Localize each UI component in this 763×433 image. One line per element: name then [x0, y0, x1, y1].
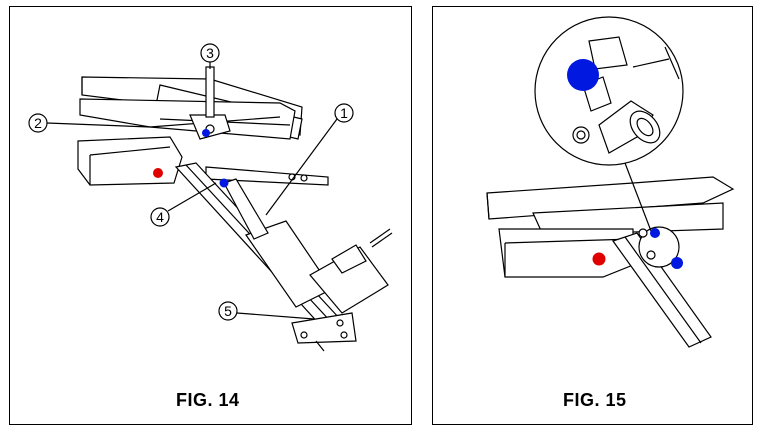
callout-2: 2: [28, 113, 151, 133]
figure-14-caption: FIG. 14: [176, 390, 240, 410]
pivot-detail-circle: [638, 226, 680, 268]
callout-3-label: 3: [206, 45, 214, 61]
actuator-piston: [223, 178, 269, 240]
actuator-motor: [245, 220, 393, 314]
blue-marker-inset: [567, 59, 599, 91]
zoom-inset: [534, 16, 684, 166]
inset-leader-line: [624, 162, 652, 232]
callout-5: 5: [218, 301, 315, 321]
figure-15-panel: FIG. 15: [432, 6, 753, 425]
blue-marker-upper: [202, 129, 210, 137]
blue-marker-arm: [671, 257, 683, 269]
seat-frame: [532, 202, 724, 236]
blue-marker-pivot: [650, 228, 660, 238]
base-bracket-5: [291, 312, 357, 352]
callout-1-label: 1: [340, 105, 348, 121]
seat-base-box: [77, 136, 183, 186]
red-marker: [153, 168, 163, 178]
callout-4: 4: [150, 182, 217, 227]
red-marker: [592, 252, 606, 266]
callout-2-label: 2: [34, 115, 42, 131]
blue-marker-lower: [219, 178, 229, 188]
seat-frame: [79, 98, 296, 140]
figure-14-drawing: 1 2 3 4 5: [28, 43, 393, 352]
callout-1: 1: [265, 103, 354, 216]
callout-3: 3: [200, 43, 220, 69]
figure-15-drawing: [486, 16, 735, 348]
callout-4-label: 4: [156, 209, 164, 225]
pivot-bracket-3: [189, 66, 231, 140]
actuator-arm: [612, 232, 712, 348]
figure-15-caption: FIG. 15: [563, 390, 627, 410]
callout-5-label: 5: [224, 303, 232, 319]
seat-base-box: [498, 228, 634, 278]
figure-14-panel: 1 2 3 4 5 FIG. 14: [9, 6, 412, 425]
